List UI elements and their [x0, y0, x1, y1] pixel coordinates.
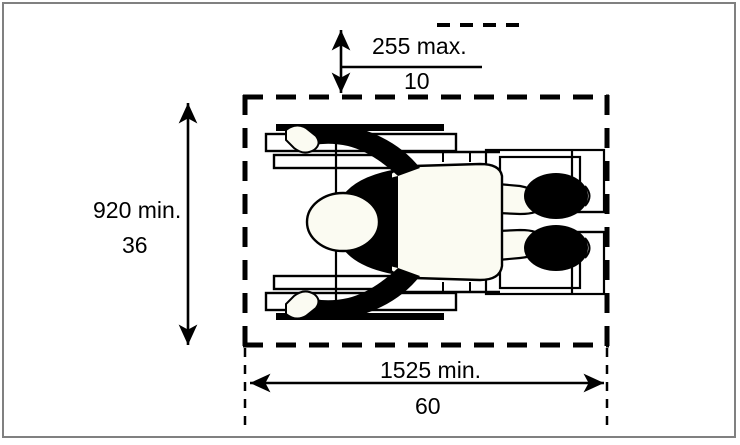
dimension-extension-lines: [243, 348, 609, 426]
bottom-dimension-imperial-label: 60: [415, 393, 441, 419]
image-border: [2, 2, 736, 438]
left-dimension-metric-label: 920 min.: [93, 197, 182, 223]
bottom-dimension-metric-label: 1525 min.: [380, 357, 482, 383]
top-dimension-imperial-label: 10: [404, 68, 430, 94]
hands: [285, 124, 320, 320]
wheelchair-occupant-figure: [264, 124, 606, 320]
top-dimension-metric-label: 255 max.: [372, 33, 467, 59]
clearance-boundary-dashed-rect: [242, 94, 610, 348]
top-dimension-arrow: [331, 30, 482, 93]
shoes: [524, 173, 591, 271]
torso: [384, 162, 504, 282]
chair-frame-right: [484, 148, 606, 296]
head: [305, 191, 381, 253]
left-dimension-imperial-label: 36: [122, 232, 148, 258]
